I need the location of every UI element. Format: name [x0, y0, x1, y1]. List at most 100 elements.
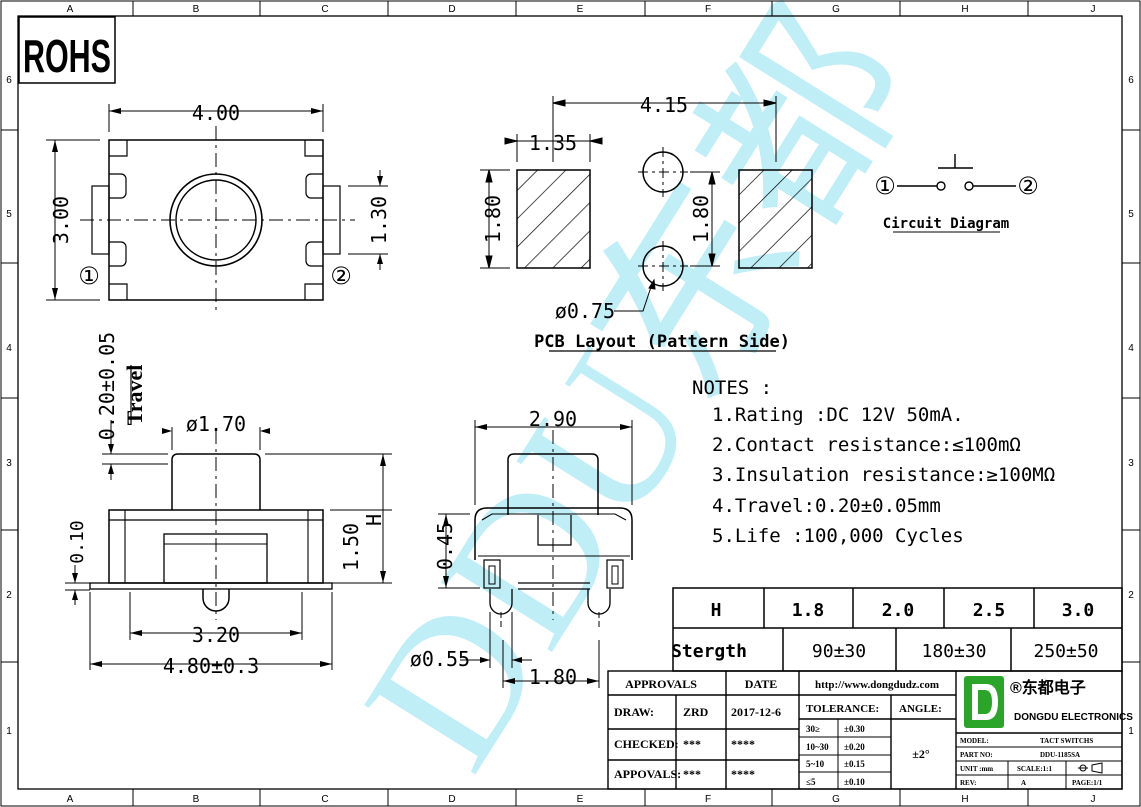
spec-h-value: 1.8 [792, 600, 825, 621]
side-travel-label: Travel [122, 365, 147, 426]
side-h-label: H [362, 514, 386, 526]
top-pin2-label: ② [330, 262, 352, 290]
spec-h-value: 2.5 [973, 600, 1006, 621]
rohs-box [18, 16, 116, 84]
tb-scale: SCALE:1:1 [1017, 765, 1053, 773]
tb-approvals-header: APPROVALS [625, 677, 697, 691]
top-pin1-label: ① [78, 262, 100, 290]
tb-angle-value: ±2° [912, 747, 930, 761]
tb-unit: UNIT :mm [960, 765, 993, 773]
frame-zone-label: 4 [1128, 343, 1134, 354]
frame-zone-label: 1 [6, 726, 12, 737]
spec-strength-value: 180±30 [921, 641, 986, 662]
tb-appr-date: **** [731, 767, 755, 781]
frame-zone-label: E [577, 794, 584, 805]
frame-zone-label: 6 [1128, 75, 1134, 86]
tb-tolerance-label: TOLERANCE: [806, 703, 879, 715]
end-pin-dia-dim: ø0.55 [410, 647, 470, 671]
side-body-height: 1.50 [339, 523, 363, 571]
tb-appr-name: *** [683, 767, 701, 781]
title-block [607, 670, 1123, 790]
tb-tol-value: ±0.10 [844, 777, 865, 787]
tb-page: PAGE:1/1 [1072, 779, 1103, 787]
frame-zone-label: 6 [6, 75, 12, 86]
tb-angle-label: ANGLE: [899, 703, 942, 715]
end-pitch-dim: 1.80 [529, 665, 577, 689]
frame-zone-label: H [961, 4, 968, 15]
frame-zone-label: 4 [6, 343, 12, 354]
pcb-title: PCB Layout (Pattern Side) [534, 332, 790, 352]
notes-item: 1.Rating :DC 12V 50mA. [712, 404, 964, 426]
spec-strength-value: 90±30 [812, 641, 866, 662]
tb-draw-date: 2017-12-6 [731, 705, 781, 719]
side-inner-width: 3.20 [192, 623, 240, 647]
pcb-pad-width-dim: 1.35 [529, 131, 577, 155]
frame-zone-label: E [577, 4, 584, 15]
frame-zone-label: B [193, 4, 200, 15]
frame-zone-label: 2 [1128, 590, 1134, 601]
company-name-en: DONGDU ELECTRONICS [1014, 712, 1133, 723]
tb-url: http://www.dongdudz.com [815, 679, 939, 691]
company-logo-icon [964, 676, 1004, 728]
tb-checked-label: CHECKED: [614, 737, 679, 751]
top-width-dim: 4.00 [192, 101, 240, 125]
tb-rev-value: A [1021, 779, 1026, 787]
frame-zone-label: B [193, 794, 200, 805]
rohs-label: ROHS [23, 30, 111, 82]
projection-symbol-icon [1078, 762, 1103, 774]
frame-zone-label: 5 [1128, 209, 1134, 220]
frame-zone-label: 3 [6, 458, 12, 469]
circuit-title: Circuit Diagram [883, 216, 1009, 232]
notes-title: NOTES : [692, 377, 772, 399]
circuit-diagram [893, 154, 1016, 233]
frame-zone-label: H [961, 794, 968, 805]
title-block-text: APPROVALS DATE http://www.dongdudz.com D… [614, 677, 1103, 787]
side-actuator-dia: ø1.70 [186, 412, 246, 436]
top-pin-gap-dim: 1.30 [367, 196, 391, 244]
frame-zone-label: F [705, 4, 711, 15]
tb-part-label: PART NO: [960, 751, 993, 759]
spec-strength-value: 250±50 [1033, 641, 1098, 662]
spec-h-value: 3.0 [1062, 600, 1095, 621]
frame-zone-label: G [832, 794, 840, 805]
tb-model-label: MODEL: [960, 737, 989, 745]
side-total-width: 4.80±0.3 [163, 654, 259, 678]
tb-part-value: DDU-1185SA [1040, 751, 1080, 759]
end-height-dim: 0.45 [433, 522, 457, 570]
company-name-cn: ®东都电子 [1010, 678, 1086, 697]
circuit-pin2: ② [1017, 172, 1039, 200]
spec-h-label: H [711, 600, 722, 621]
frame-zone-label: F [705, 794, 711, 805]
pcb-span-dim: 4.15 [640, 93, 688, 117]
tb-rev-label: REV: [960, 779, 976, 787]
tb-tol-range: 5~10 [806, 759, 825, 769]
notes-item: 3.Insulation resistance:≥100MΩ [712, 464, 1055, 486]
frame-zone-label: D [448, 4, 455, 15]
tb-checked-name: *** [683, 737, 701, 751]
frame-zone-label: J [1091, 4, 1096, 15]
end-width-dim: 2.90 [529, 407, 577, 431]
frame-zone-label: A [67, 4, 74, 15]
frame-zone-label: G [832, 4, 840, 15]
frame-zone-label: J [1091, 794, 1096, 805]
pcb-layout [480, 96, 813, 352]
tb-checked-date: **** [731, 737, 755, 751]
notes-item: 4.Travel:0.20±0.05mm [712, 495, 941, 517]
notes-item: 2.Contact resistance:≤100mΩ [712, 434, 1021, 456]
frame-zone-label: 1 [1128, 726, 1134, 737]
pcb-hole-dia-dim: ø0.75 [555, 299, 615, 323]
pcb-pad-height-dim: 1.80 [481, 195, 505, 243]
side-travel-value: 0.20±0.05 [95, 332, 119, 440]
tb-tol-range: 10~30 [806, 742, 829, 752]
top-view [46, 104, 388, 312]
spec-strength-label: Stergth [671, 641, 747, 662]
notes-item: 5.Life :100,000 Cycles [712, 525, 964, 547]
frame-zone-label: 2 [6, 590, 12, 601]
frame-zone-label: D [448, 794, 455, 805]
spec-h-value: 2.0 [882, 600, 915, 621]
tb-tol-range: ≤5 [806, 777, 816, 787]
tb-approvals-label: APPOVALS: [614, 767, 681, 781]
